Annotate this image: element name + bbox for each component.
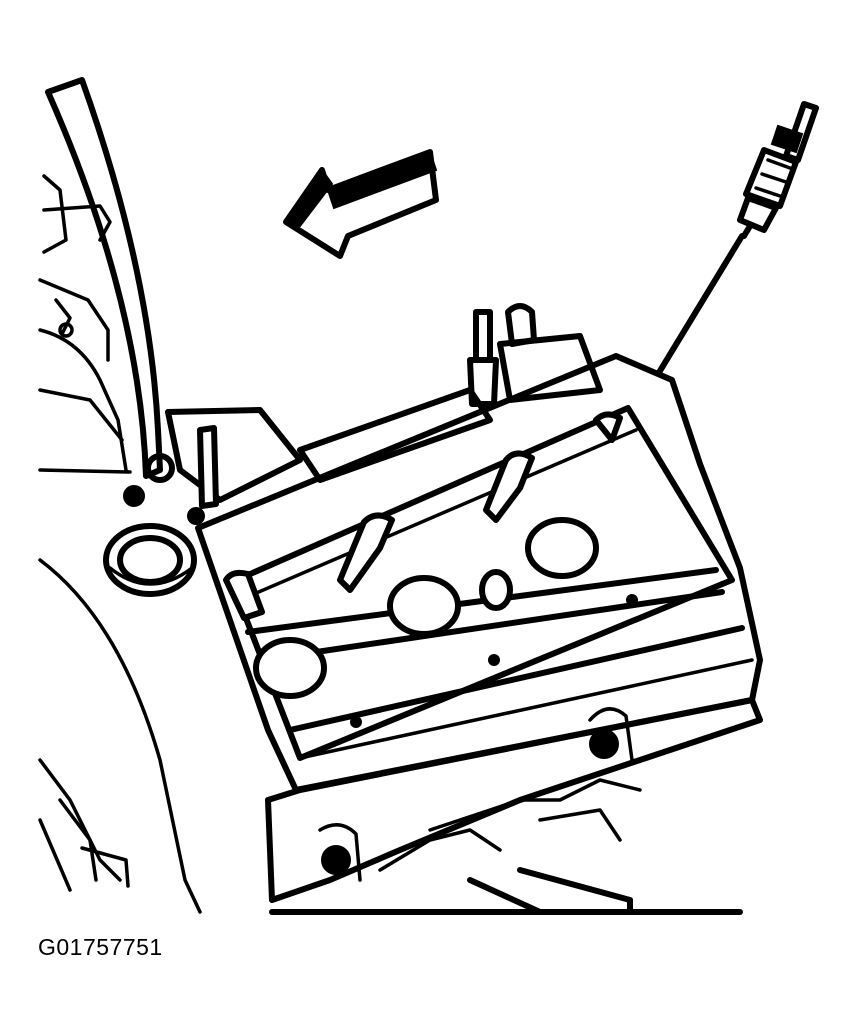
upper-components [123, 303, 603, 525]
left-body-structure [38, 77, 202, 914]
spark-plug [737, 101, 819, 239]
front-direction-arrow [283, 149, 439, 259]
cylinder-head [195, 353, 763, 793]
figure-id-label: G01757751 [38, 934, 163, 960]
camshaft-caps [223, 411, 623, 621]
oil-filler-neck [103, 523, 197, 597]
spark-plug-bores [253, 517, 599, 699]
exhaust-manifold-area [265, 697, 763, 915]
